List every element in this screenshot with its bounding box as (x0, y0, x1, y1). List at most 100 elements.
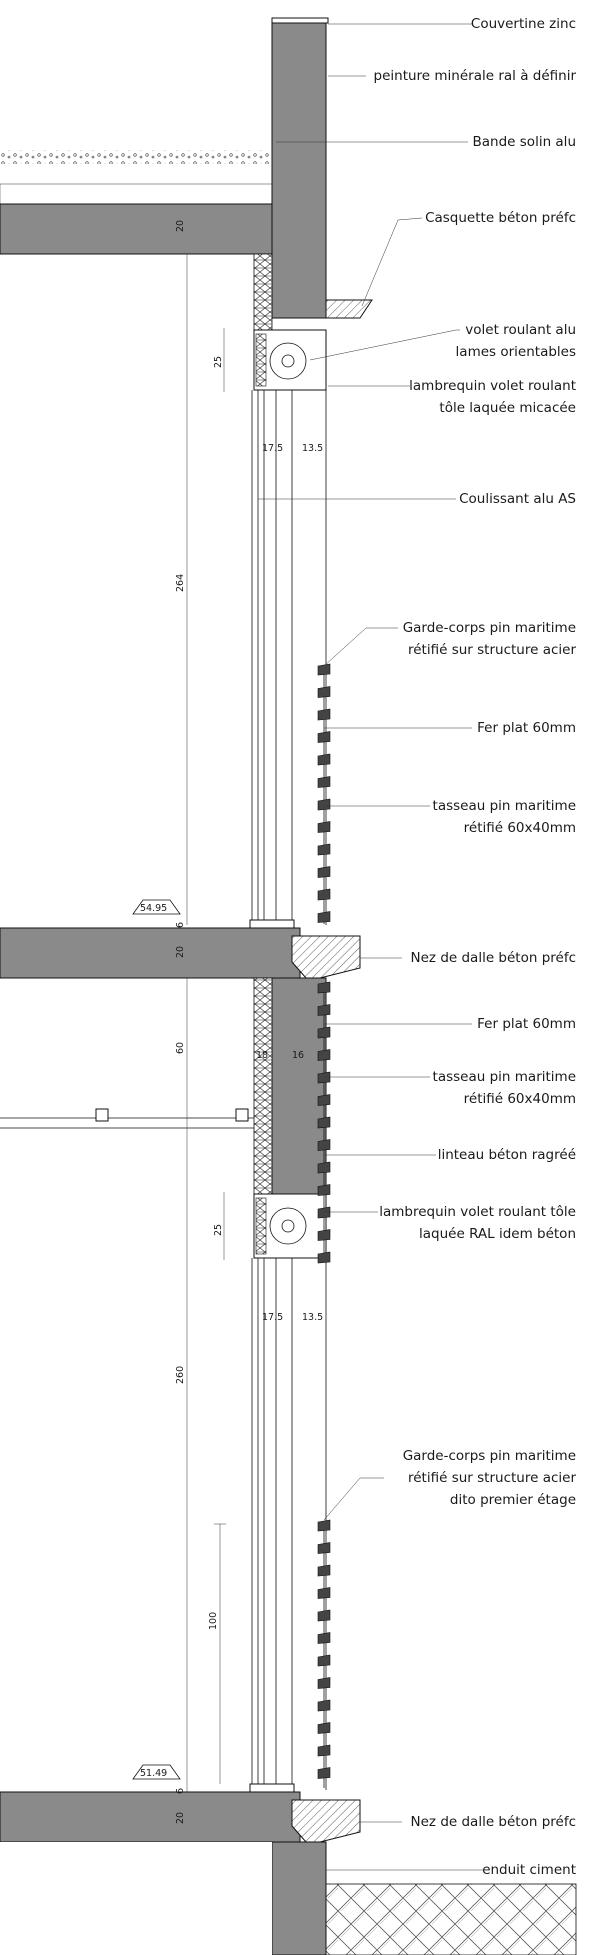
pine-batten (317, 1116, 331, 1129)
label-bande-solin: Bande solin alu (473, 134, 576, 150)
level-marker-lower: 51.49 (132, 1764, 181, 1780)
pine-batten (317, 1542, 331, 1554)
pine-batten (317, 1564, 331, 1577)
roof-slab (0, 203, 273, 255)
dim-frame-left-mid: 17.5 (262, 1312, 283, 1323)
middle-slab (0, 927, 361, 1195)
pine-batten (317, 1699, 331, 1712)
pine-batten (317, 888, 331, 901)
label-tasseau1-line2: rétifié 60x40mm (464, 820, 576, 836)
dim-frame-left-top: 17.5 (262, 443, 283, 454)
pine-batten (317, 776, 331, 788)
ground-paving (325, 1883, 577, 1955)
label-nez-dalle-1: Nez de dalle béton préfc (411, 950, 576, 966)
pine-batten (317, 1184, 331, 1196)
lintel-insulation (253, 977, 273, 1195)
label-casquette: Casquette béton préfc (425, 210, 576, 226)
pine-batten (317, 1587, 331, 1599)
label-couvertine: Couvertine zinc (471, 16, 576, 32)
label-garde2-line2: rétifié sur structure acier (408, 1470, 576, 1486)
pine-batten (317, 1049, 331, 1061)
pine-batten (317, 1161, 331, 1174)
pine-batten (317, 1026, 331, 1039)
label-garde1-line1: Garde-corps pin maritime (403, 620, 576, 636)
pine-batten (317, 911, 331, 923)
pine-batten (317, 1722, 331, 1734)
pine-batten (317, 708, 331, 721)
dim-sill-lower: 6 (175, 1788, 186, 1794)
pine-batten (317, 1206, 331, 1219)
lower-shutter-box (253, 1193, 327, 1259)
label-tasseau2-line2: rétifié 60x40mm (464, 1091, 576, 1107)
pine-batten (317, 1744, 331, 1757)
pine-batten (317, 866, 331, 878)
dim-height-upper: 264 (175, 574, 186, 592)
parapet-wall (271, 21, 327, 319)
pine-batten (317, 1004, 331, 1016)
leader-lines (258, 23, 484, 1871)
level-upper-text: 54.95 (140, 903, 167, 914)
label-lambrequin2-line1: lambrequin volet roulant tôle (379, 1204, 576, 1220)
dim-height-lower: 260 (175, 1366, 186, 1384)
pine-batten (317, 753, 331, 766)
pine-batten (317, 731, 331, 743)
precast-canopy (325, 299, 373, 319)
upper-shutter-box (253, 329, 327, 391)
pine-batten (317, 821, 331, 833)
label-lambrequin1-line1: lambrequin volet roulant (409, 378, 576, 394)
zinc-coping (271, 17, 329, 24)
pine-batten (317, 1632, 331, 1644)
dim-slab-top: 20 (175, 220, 186, 232)
pine-batten (317, 798, 331, 811)
pine-batten (317, 1677, 331, 1689)
label-enduit: enduit ciment (482, 1862, 576, 1878)
label-coulissant: Coulissant alu AS (459, 491, 576, 507)
annotation-labels: Couvertine zinc peinture minérale ral à … (374, 16, 577, 1878)
pine-batten (317, 1519, 331, 1532)
label-volet-line2: lames orientables (456, 344, 576, 360)
dim-frame-right-mid: 13.5 (302, 1312, 323, 1323)
pine-batten (317, 1251, 331, 1264)
dim-lintel-right: 16 (292, 1050, 304, 1061)
pine-batten (317, 686, 331, 698)
label-lambrequin2-line2: laquée RAL idem béton (419, 1226, 576, 1242)
label-fer-plat-1: Fer plat 60mm (477, 720, 576, 736)
pine-batten (317, 843, 331, 856)
label-nez-dalle-2: Nez de dalle béton préfc (411, 1814, 576, 1830)
label-garde2-line1: Garde-corps pin maritime (403, 1448, 576, 1464)
label-fer-plat-2: Fer plat 60mm (477, 1016, 576, 1032)
dimension-texts: 20 25 17.5 13.5 264 6 20 60 18 16 25 17.… (175, 220, 323, 1824)
label-garde1-line2: rétifié sur structure acier (408, 642, 576, 658)
dim-sill-upper: 6 (175, 922, 186, 928)
pine-batten (317, 1654, 331, 1667)
pine-batten (317, 981, 331, 994)
label-peinture: peinture minérale ral à définir (374, 68, 577, 84)
label-lambrequin1-line2: tôle laquée micacée (439, 400, 576, 416)
pine-batten (317, 1071, 331, 1084)
roof-assembly (0, 17, 373, 331)
dim-slab-bottom: 20 (175, 1812, 186, 1824)
pine-batten (317, 1094, 331, 1106)
pine-batten (317, 663, 331, 676)
level-marker-upper: 54.95 (132, 899, 181, 915)
dim-lintel-height: 60 (175, 1042, 186, 1054)
level-lower-text: 51.49 (140, 1768, 167, 1779)
dim-lintel-top: 25 (213, 356, 224, 368)
dim-lintel-mid: 25 (213, 1224, 224, 1236)
bottom-slab (0, 1791, 577, 1955)
guardrail-slats (317, 663, 331, 1788)
label-tasseau1-line1: tasseau pin maritime (433, 798, 576, 814)
pine-batten (317, 1139, 331, 1151)
upper-window-frame (249, 390, 327, 929)
roof-gravel (0, 150, 272, 164)
label-tasseau2-line1: tasseau pin maritime (433, 1069, 576, 1085)
dim-frame-right-top: 13.5 (302, 443, 323, 454)
label-volet-line1: volet roulant alu (465, 322, 576, 338)
dim-lintel-left: 18 (256, 1050, 268, 1061)
dim-slab-mid: 20 (175, 946, 186, 958)
label-linteau: linteau béton ragréé (438, 1147, 576, 1163)
lower-window-frame (249, 1258, 327, 1793)
precast-slab-edge-2 (291, 1799, 361, 1843)
pine-batten (317, 1767, 331, 1779)
label-garde2-line3: dito premier étage (450, 1492, 576, 1508)
